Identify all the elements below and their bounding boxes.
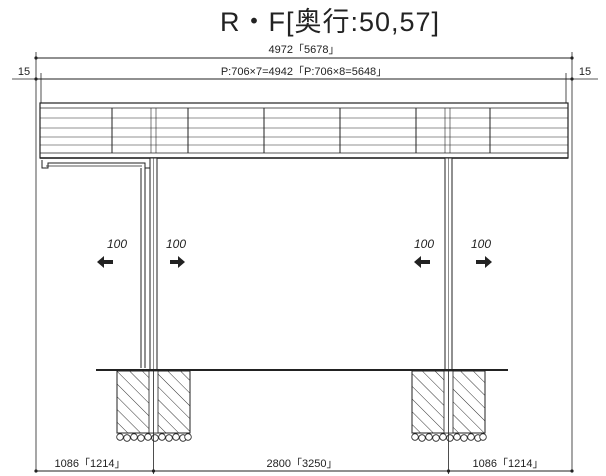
left-post-inward-arrow [170, 256, 185, 268]
pitch-label: P:706×7=4942「P:706×8=5648」 [221, 65, 387, 78]
right-post [444, 157, 453, 371]
right-post-inward-arrow [414, 256, 430, 268]
left-post-outward-value: 100 [107, 237, 127, 251]
bottom-dimension-line [34, 371, 574, 474]
right-post-outward-arrow [476, 256, 492, 268]
drawing-title: R・F[奥行:50,57] [220, 7, 440, 37]
top-dimension-lines [12, 52, 598, 470]
overall-width-label: 4972「5678」 [269, 43, 340, 56]
bottom-right-dimension-label: 1086「1214」 [473, 457, 544, 470]
right-foundation [411, 370, 487, 442]
left-post-outward-arrow [97, 256, 113, 268]
left-foundation [116, 370, 192, 442]
edge-offset-left-label: 15 [18, 66, 30, 78]
left-post [149, 157, 158, 371]
left-post-inward-value: 100 [166, 237, 186, 251]
bottom-center-dimension-label: 2800「3250」 [267, 457, 338, 470]
gutter-downpipe [41, 160, 150, 368]
right-post-inward-value: 100 [414, 237, 434, 251]
edge-offset-right-label: 15 [579, 66, 591, 78]
right-post-outward-value: 100 [471, 237, 491, 251]
roof-panel [39, 102, 569, 159]
bottom-left-dimension-label: 1086「1214」 [55, 457, 126, 470]
